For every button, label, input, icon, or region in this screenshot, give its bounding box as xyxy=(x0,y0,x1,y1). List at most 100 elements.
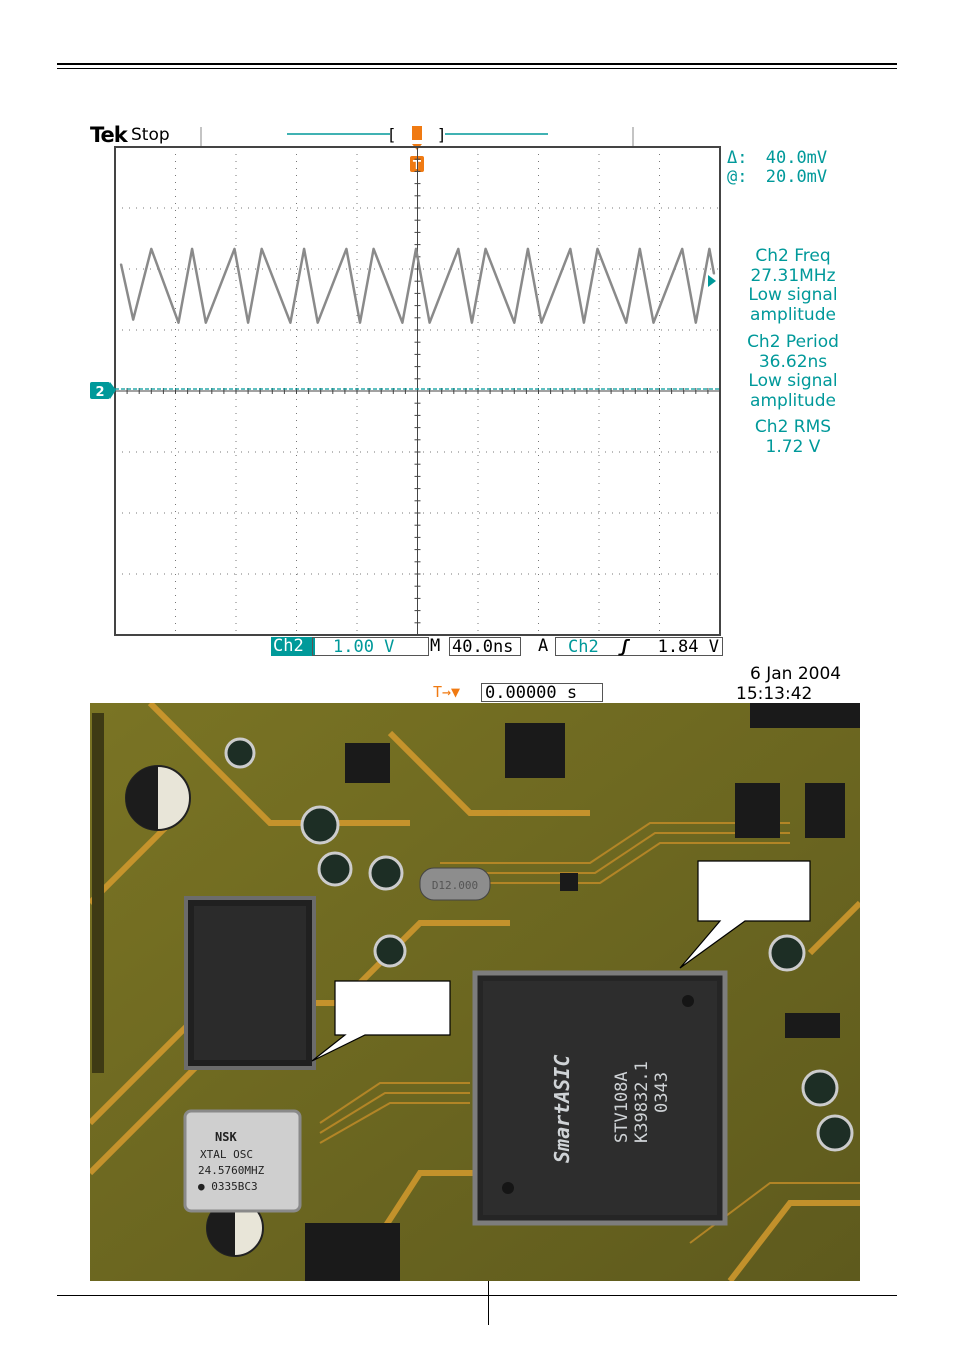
ch2-waveform-point xyxy=(303,248,305,250)
measurement-value: 27.31MHz xyxy=(750,265,836,286)
measurement-title: Ch2 Freq xyxy=(755,246,831,266)
trigger-level: 1.84 V xyxy=(657,637,719,657)
timestamp: 6 Jan 2004 15:13:42 xyxy=(736,664,841,704)
measurement-period: Ch2 Period 36.62ns Low signal amplitude xyxy=(735,332,851,411)
header-rule xyxy=(57,63,897,65)
ch2-waveform-point xyxy=(247,321,249,324)
record-bracket-left: [ xyxy=(389,125,395,144)
trigger-channel: Ch2 xyxy=(568,637,599,657)
ch2-waveform-point xyxy=(652,321,655,324)
left-qfp-die xyxy=(194,906,306,1060)
ch2-waveform-point xyxy=(205,321,207,324)
ch2-waveform-point xyxy=(359,321,361,324)
cursor-at-label: @: xyxy=(727,167,748,187)
ch2-waveform-point xyxy=(681,248,683,250)
cursor-delta-label: Δ: xyxy=(727,148,748,168)
callout-right xyxy=(679,860,811,969)
cursor-at-value: 20.0mV xyxy=(765,167,828,187)
measurement-note: Low signal xyxy=(748,285,838,305)
trigger-level-marker-icon xyxy=(708,275,716,287)
ch2-waveform-point xyxy=(527,248,529,250)
trigger-position-value[interactable]: 0.00000 s xyxy=(481,683,603,703)
cursor-delta-readout: Δ: 40.0mV xyxy=(727,148,827,168)
small-ics xyxy=(305,703,860,1281)
measurement-title: Ch2 Period xyxy=(747,332,839,352)
electrolytic-capacitors xyxy=(125,737,854,1257)
ch2-ground-label: 2 xyxy=(95,385,104,400)
trigger-settings[interactable]: Ch2 ʃ 1.84 V xyxy=(555,637,723,657)
xtal-frequency: 24.5760MHZ xyxy=(198,1164,265,1177)
oscilloscope-screen: [ ] T 2 xyxy=(90,125,721,636)
measurement-note: amplitude xyxy=(750,304,836,325)
cursor-delta-value: 40.0mV xyxy=(765,148,828,168)
chip-brand: SmartASIC xyxy=(550,1054,574,1163)
tek-logo: Tek xyxy=(90,123,128,147)
ch2-waveform-point xyxy=(513,321,516,324)
callout-left xyxy=(311,980,451,1062)
ch2-waveform-point xyxy=(708,248,711,250)
pcb-photo: D12.000 SmartASIC STV108A K39832.1 0343 … xyxy=(90,703,860,1281)
trigger-position-icon: T→▼ xyxy=(433,683,461,701)
time-per-div[interactable]: 40.0ns xyxy=(449,637,521,657)
ch2-waveform-point xyxy=(233,248,236,250)
header-rule-thin xyxy=(57,68,897,69)
ch2-waveform-point xyxy=(457,248,460,250)
measurement-value: 1.72 V xyxy=(765,436,821,457)
ch2-waveform-point xyxy=(583,321,585,324)
xtal-brand: NSK xyxy=(215,1130,237,1144)
ch2-waveform-point xyxy=(639,248,641,250)
ch2-waveform-point xyxy=(428,321,431,324)
ch2-waveform-point xyxy=(713,273,715,275)
crystal-small xyxy=(419,867,491,901)
ch2-waveform-point xyxy=(540,321,543,324)
xtal-lot: ● 0335BC3 xyxy=(198,1180,258,1193)
edge-connector xyxy=(92,713,104,1073)
date-text: 6 Jan 2004 xyxy=(750,664,842,684)
ch2-waveform-point xyxy=(120,263,122,265)
trigger-prefix: A xyxy=(538,636,549,656)
xtal-type: XTAL OSC xyxy=(200,1148,253,1161)
footer-divider xyxy=(488,1281,489,1325)
footer-rule xyxy=(57,1295,897,1296)
ch2-waveform-point xyxy=(401,321,404,324)
time-text: 15:13:42 xyxy=(736,684,813,704)
ch2-waveform-point xyxy=(415,248,417,250)
pin1-dot xyxy=(682,995,694,1007)
pcb-illustration: D12.000 xyxy=(90,703,860,1281)
cursor-at-readout: @: 20.0mV xyxy=(727,167,827,187)
chip-part-number: STV108A xyxy=(612,1071,632,1143)
ch2-badge[interactable]: Ch2 xyxy=(271,637,315,656)
ch2-waveform-point xyxy=(316,321,319,324)
volts-per-div[interactable]: 1.00 V xyxy=(312,637,429,657)
main-qfp-die xyxy=(483,981,717,1215)
chip-lot-number: K39832.1 xyxy=(632,1061,652,1143)
ch2-waveform-point xyxy=(596,248,599,250)
ch2-trace xyxy=(119,247,716,324)
ch2-waveform-point xyxy=(484,248,487,250)
ch2-waveform-point xyxy=(132,318,134,321)
graticule xyxy=(114,146,721,636)
measurement-note: Low signal xyxy=(748,371,838,391)
measurement-rms: Ch2 RMS 1.72 V xyxy=(735,417,851,457)
ch2-waveform-line xyxy=(119,247,716,324)
ch2-waveform-point xyxy=(625,321,627,324)
ch2-ground-marker-icon xyxy=(90,382,110,399)
ch2-waveform-point xyxy=(177,321,180,324)
measurement-value: 36.62ns xyxy=(758,351,828,372)
ch2-waveform-point xyxy=(289,321,292,324)
ch2-ground-arrow-icon xyxy=(110,382,116,399)
ch2-waveform-point xyxy=(695,321,697,324)
chip-date-code: 0343 xyxy=(652,1072,672,1113)
ch2-waveform-point xyxy=(150,248,153,250)
crystal-small-label: D12.000 xyxy=(432,879,478,892)
fine-traces xyxy=(319,822,860,1244)
trigger-position-icon xyxy=(412,126,422,140)
record-bracket-right: ] xyxy=(438,125,444,144)
measurement-title: Ch2 RMS xyxy=(754,417,832,437)
ch2-waveform-point xyxy=(471,321,473,324)
ch2-waveform-point xyxy=(260,248,263,250)
ch2-waveform-point xyxy=(345,248,348,250)
ch2-waveform-point xyxy=(191,248,193,250)
xtal-oscillator xyxy=(183,1109,302,1213)
trigger-slope-icon: ʃ xyxy=(618,637,630,657)
